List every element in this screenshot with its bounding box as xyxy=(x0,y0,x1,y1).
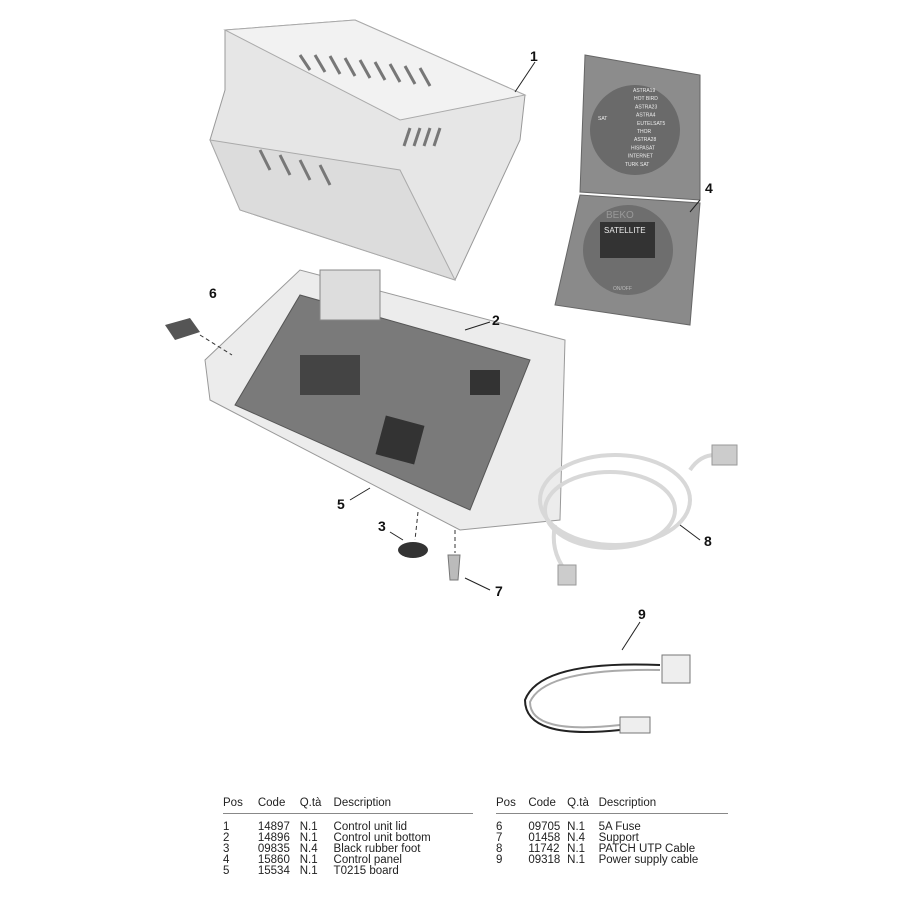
cell-pos: 8 xyxy=(496,843,503,855)
cell-description: Control unit lid xyxy=(333,821,408,833)
cell-description: T0215 board xyxy=(333,865,399,877)
table-row: 9 09318 N.1 Power supply cable xyxy=(496,854,728,866)
cell-pos: 1 xyxy=(223,821,230,833)
control-unit-lid xyxy=(209,19,527,281)
callout-9: 9 xyxy=(638,606,646,622)
table-header: Pos Code Q.tà Description xyxy=(223,797,473,814)
header-qty: Q.tà xyxy=(567,797,589,809)
cell-code: 11742 xyxy=(528,843,560,855)
table-row: 8 11742 N.1 PATCH UTP Cable xyxy=(496,843,728,855)
fuse xyxy=(165,318,233,356)
header-pos: Pos xyxy=(223,797,243,809)
callout-8: 8 xyxy=(704,533,712,549)
panel-brand: BEKO xyxy=(606,210,634,221)
panel-onoff-button: ON/OFF xyxy=(613,286,632,292)
header-code: Code xyxy=(528,797,556,809)
callout-7: 7 xyxy=(495,583,503,599)
cell-description: 5A Fuse xyxy=(598,821,641,833)
panel-channel-label: ASTRA19 xyxy=(633,88,655,94)
cell-pos: 6 xyxy=(496,821,503,833)
cell-description: Control panel xyxy=(333,854,402,866)
panel-channel-label: INTERNET xyxy=(628,154,653,160)
rubber-foot xyxy=(398,542,428,558)
cell-qty: N.1 xyxy=(567,821,586,833)
header-description: Description xyxy=(598,797,657,809)
cell-code: 14896 xyxy=(257,832,290,844)
cell-qty: N.1 xyxy=(299,832,318,844)
callout-2: 2 xyxy=(492,312,500,328)
panel-channel-label: THOR xyxy=(637,129,652,135)
cell-pos: 7 xyxy=(496,832,503,844)
panel-product: SATELLITE xyxy=(604,226,646,235)
cell-qty: N.1 xyxy=(299,865,318,877)
panel-channel-label: HISPASAT xyxy=(631,145,655,151)
cell-qty: N.1 xyxy=(567,854,586,866)
cell-pos: 4 xyxy=(223,854,230,866)
header-qty: Q.tà xyxy=(299,797,322,809)
panel-channel-label: EUTELSAT5 xyxy=(637,121,665,127)
panel-channel-label: ASTRA23 xyxy=(635,104,657,110)
cell-pos: 2 xyxy=(223,832,230,844)
table-row: 7 01458 N.4 Support xyxy=(496,832,728,844)
cell-pos: 9 xyxy=(496,854,503,866)
cell-description: Support xyxy=(598,832,639,844)
panel-channel-label: ASTRA4 xyxy=(636,113,656,119)
table-row: 4 15860 N.1 Control panel xyxy=(223,854,473,866)
header-pos: Pos xyxy=(496,797,516,809)
table-row: 1 14897 N.1 Control unit lid xyxy=(223,821,473,833)
header-code: Code xyxy=(257,797,286,809)
table-row: 3 09835 N.4 Black rubber foot xyxy=(223,843,473,855)
cell-code: 09318 xyxy=(528,854,561,866)
panel-sat-label: SAT xyxy=(598,116,607,122)
cell-description: PATCH UTP Cable xyxy=(598,843,696,855)
cell-code: 09705 xyxy=(528,821,561,833)
callout-6: 6 xyxy=(209,285,217,301)
table-row: 2 14896 N.1 Control unit bottom xyxy=(223,832,473,844)
table-row: 6 09705 N.1 5A Fuse xyxy=(496,821,728,833)
header-description: Description xyxy=(333,797,392,809)
cell-qty: N.4 xyxy=(567,832,586,844)
cell-code: 15534 xyxy=(257,865,290,877)
cell-qty: N.1 xyxy=(567,843,586,855)
cell-description: Power supply cable xyxy=(598,854,699,866)
panel-channel-label: TURK SAT xyxy=(625,162,649,168)
cell-pos: 3 xyxy=(223,843,230,855)
table-row: 5 15534 N.1 T0215 board xyxy=(223,865,473,877)
cell-qty: N.1 xyxy=(299,854,318,866)
panel-channel-label: ASTRA28 xyxy=(634,137,656,143)
cell-description: Black rubber foot xyxy=(333,843,421,855)
cell-qty: N.1 xyxy=(299,821,318,833)
patch-utp-cable xyxy=(538,444,738,586)
cell-description: Control unit bottom xyxy=(333,832,431,844)
callout-4: 4 xyxy=(705,180,713,196)
cell-code: 15860 xyxy=(257,854,290,866)
panel-channel-label: HOT BIRD xyxy=(634,96,658,102)
cell-pos: 5 xyxy=(223,865,230,877)
callout-3: 3 xyxy=(378,518,386,534)
cell-code: 09835 xyxy=(257,843,290,855)
cell-qty: N.4 xyxy=(299,843,318,855)
cell-code: 14897 xyxy=(257,821,290,833)
support xyxy=(447,554,461,581)
power-supply-cable xyxy=(523,654,691,734)
control-unit-bottom xyxy=(204,269,566,531)
cell-code: 01458 xyxy=(528,832,561,844)
table-header: Pos Code Q.tà Description xyxy=(496,797,728,814)
callout-1: 1 xyxy=(530,48,538,64)
callout-5: 5 xyxy=(337,496,345,512)
